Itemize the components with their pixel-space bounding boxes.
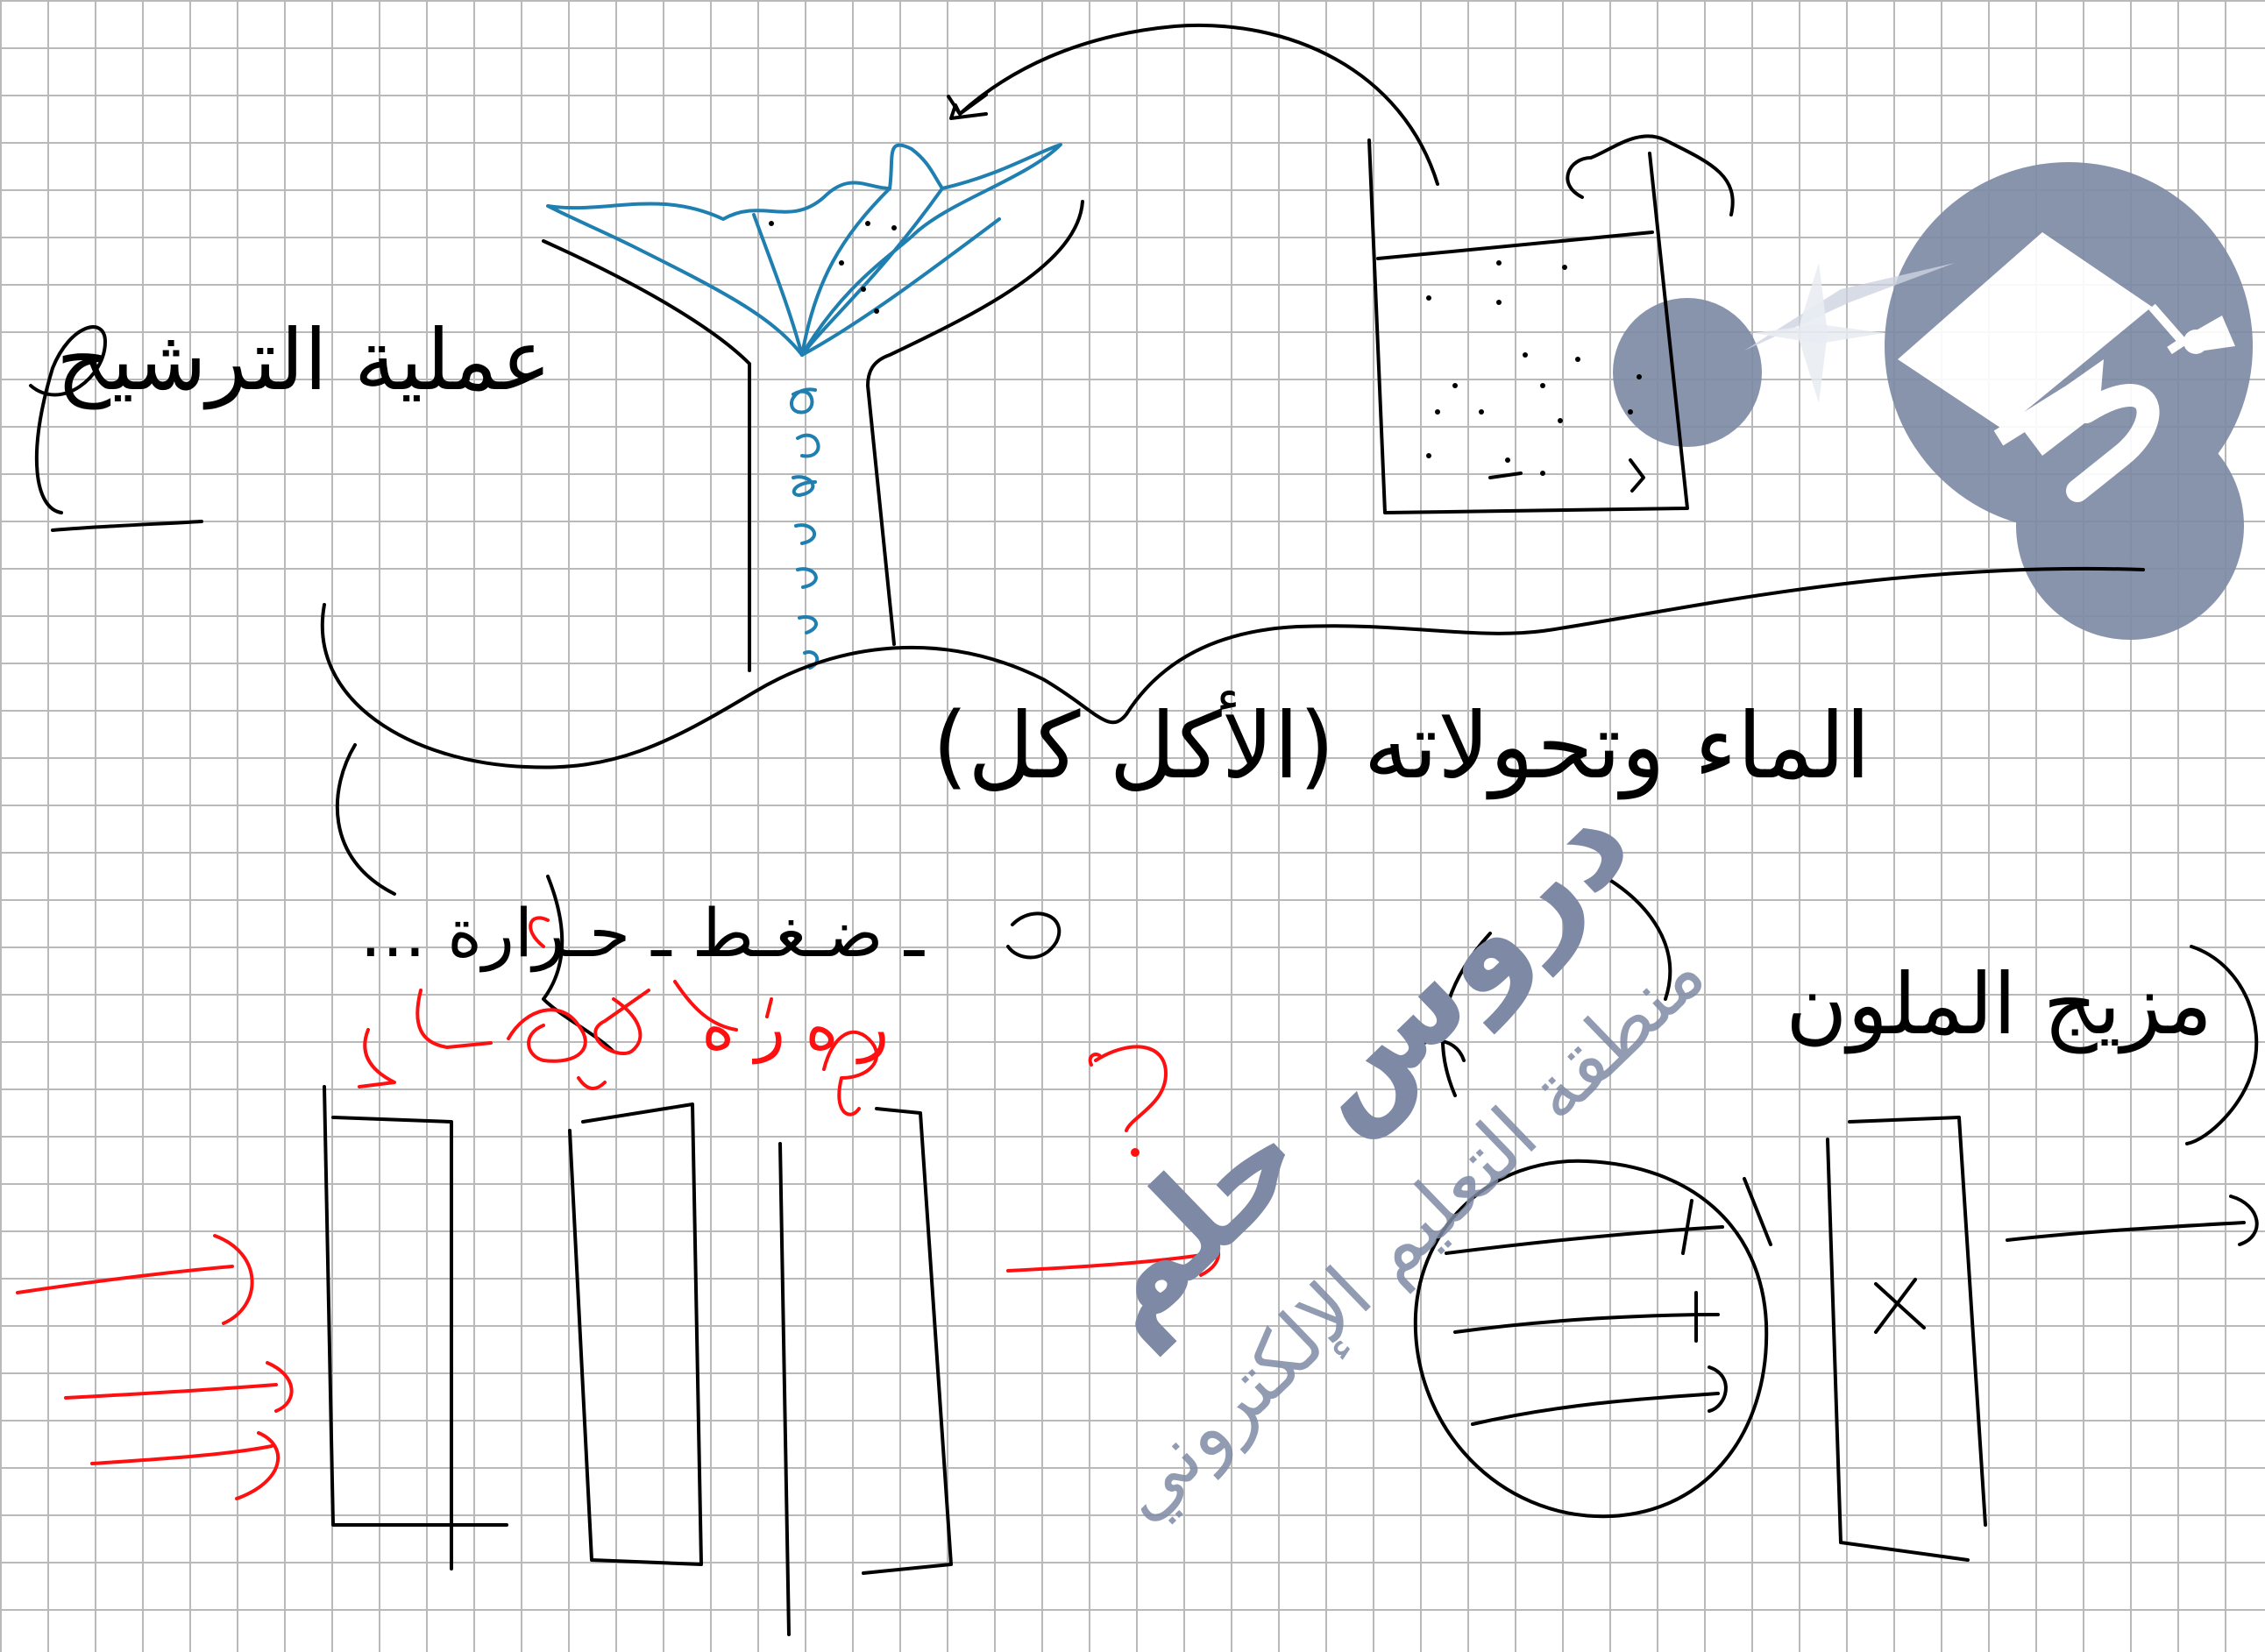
watermark-logo — [1613, 162, 2253, 640]
x-mark-stroke-a — [1874, 1282, 1926, 1329]
red-annotations — [358, 916, 1168, 1157]
beaker-drawing — [1367, 134, 1735, 514]
funnel-drawing — [542, 143, 1084, 672]
color-mixture-label: مزيج الملون — [1786, 955, 2212, 1053]
x-mark-stroke-b — [1874, 1278, 1917, 1334]
section-separator-curve — [321, 566, 2145, 769]
particles-diagram-solid-liquid — [323, 1085, 953, 1636]
particles-circle — [1413, 1159, 1772, 1519]
pour-arrow-large — [949, 24, 1439, 186]
filtrate-drops — [789, 387, 820, 670]
process-title: عملية الترشيح — [56, 311, 551, 409]
sparkle-icon — [1744, 263, 1955, 403]
states-of-water-line: الماء وتحولاته (الأكل كل) — [932, 692, 1871, 799]
graduation-cap-icon — [1898, 232, 2235, 502]
red-particle-labels: ر ه ر ه — [701, 990, 889, 1064]
tall-container — [1826, 1116, 2259, 1562]
filter-paper — [546, 143, 1062, 357]
pressure-arrows — [16, 1230, 1220, 1500]
pressure-heat-note: ـ ضـغـط ـ حـرارة … — [359, 894, 924, 972]
pour-arrow-small — [1566, 134, 1735, 216]
